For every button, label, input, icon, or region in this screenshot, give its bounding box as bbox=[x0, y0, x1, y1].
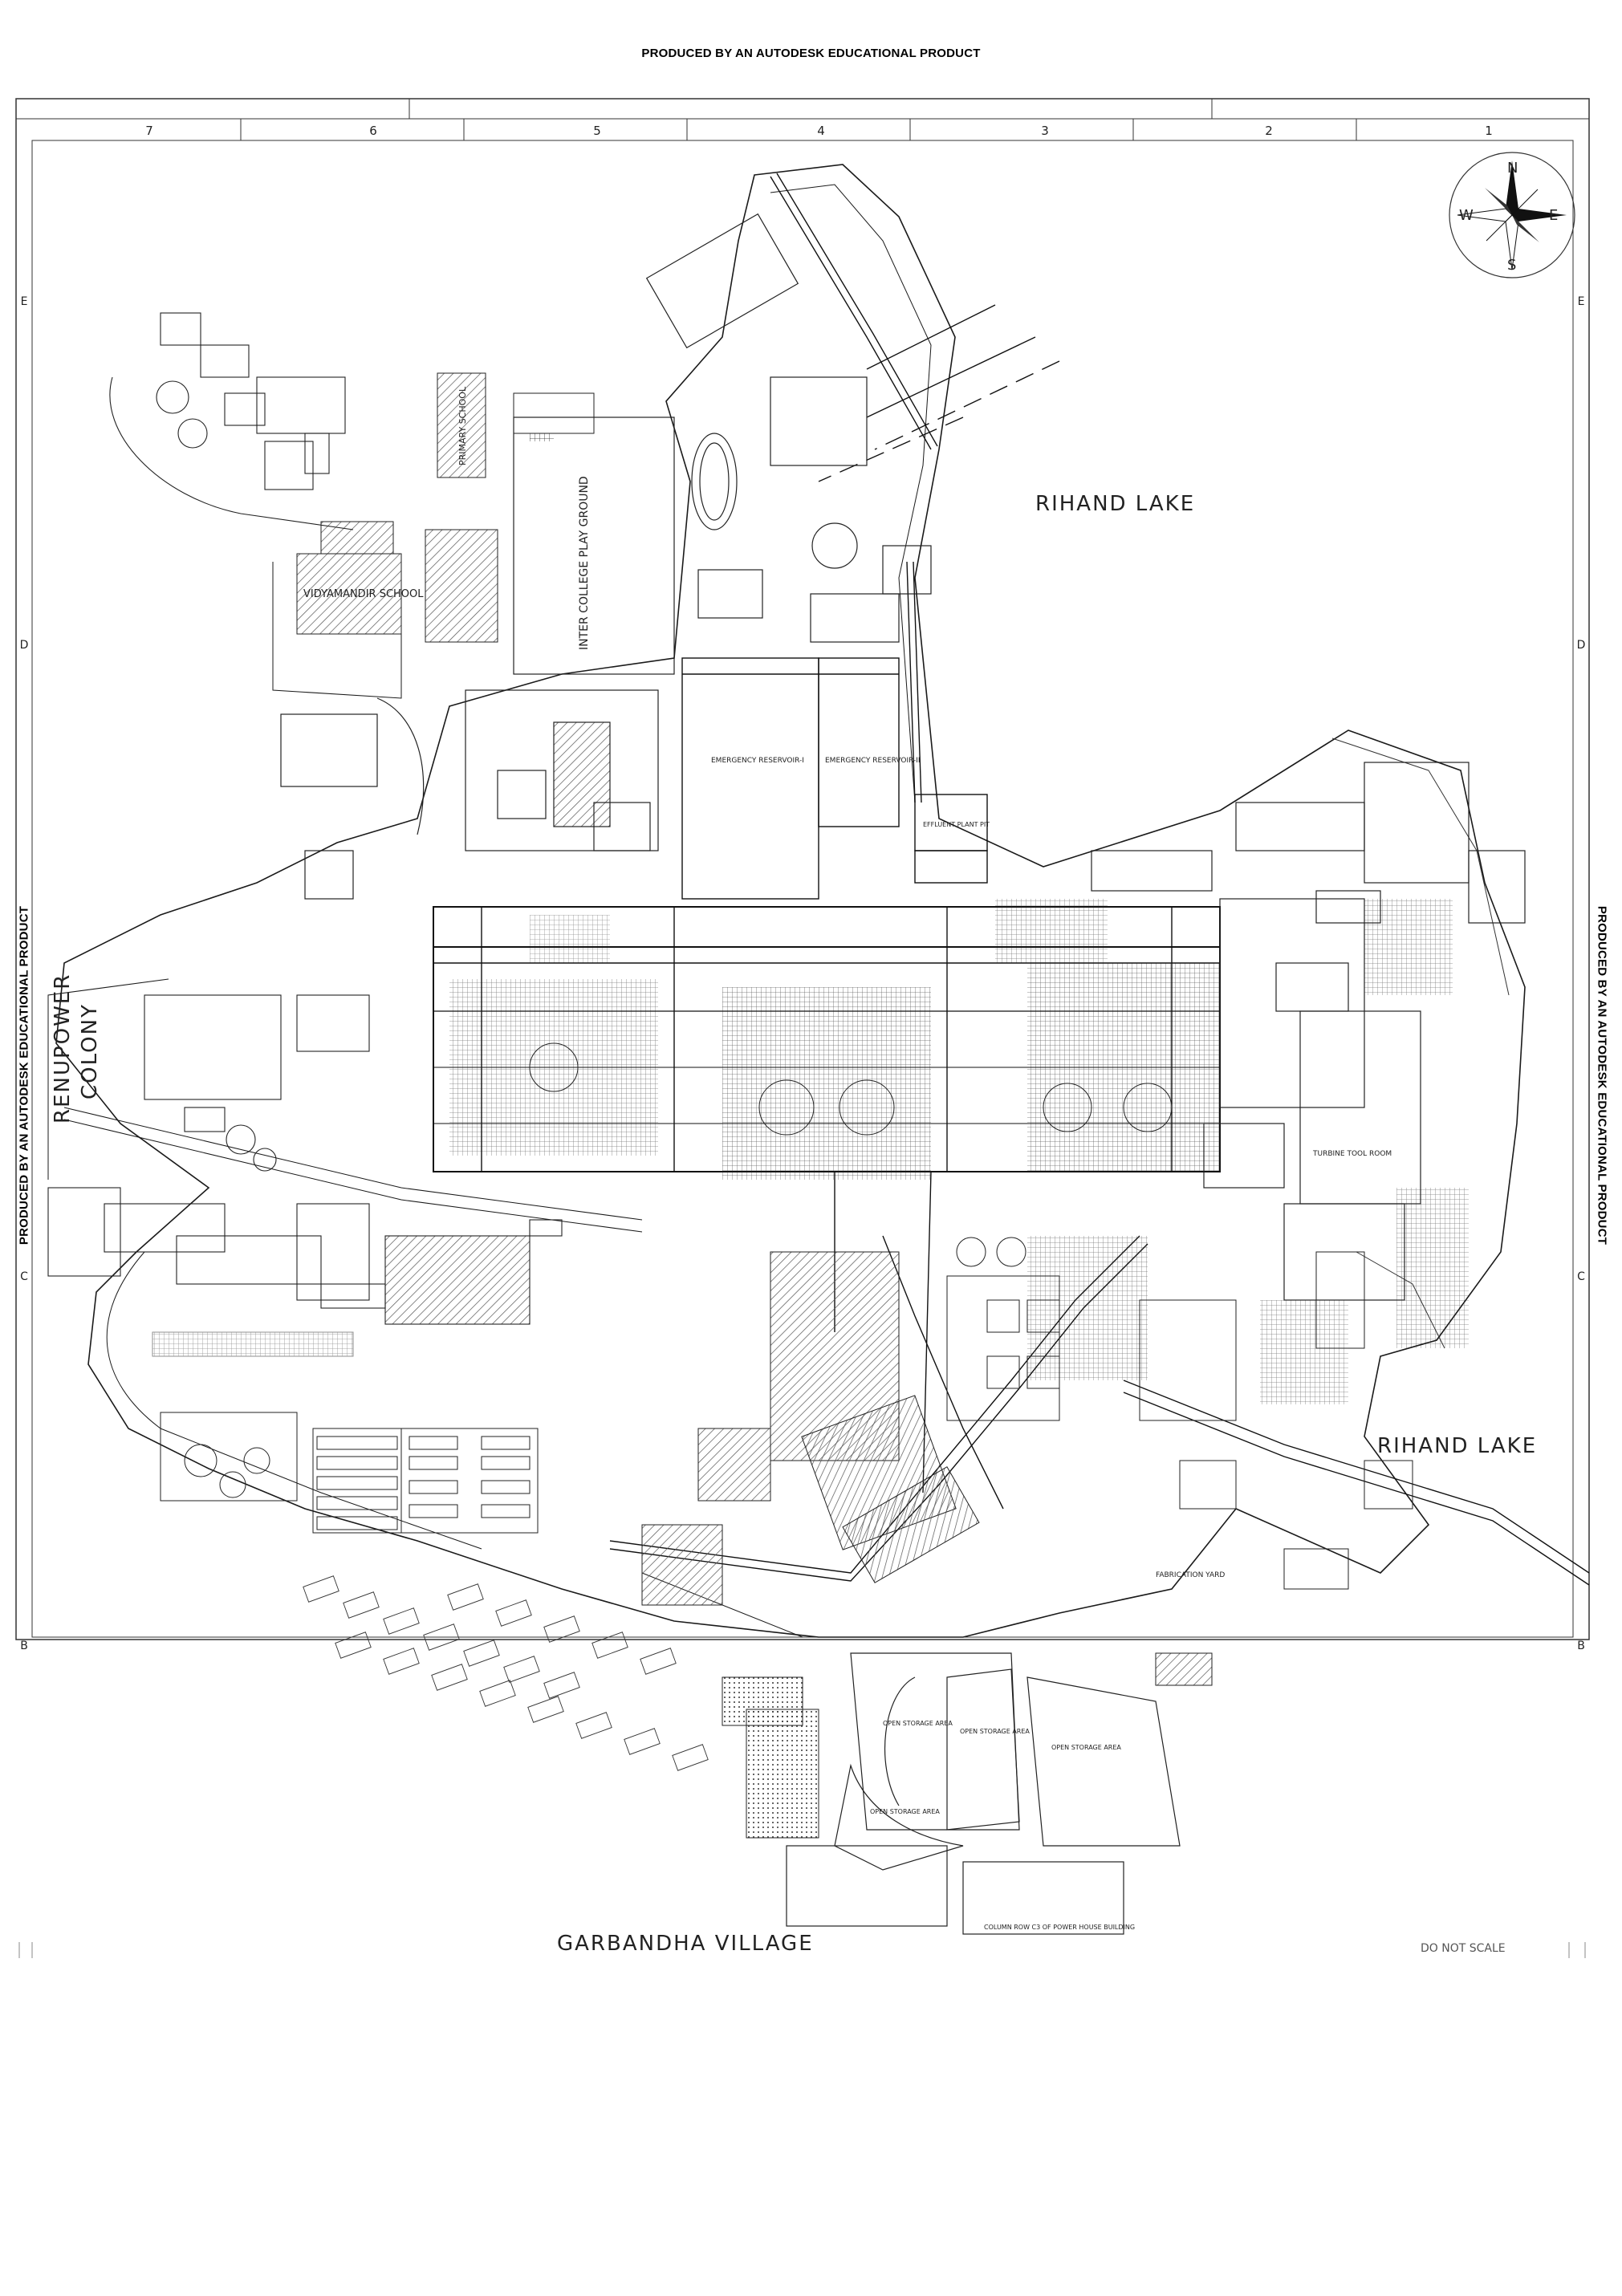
border-row-d-left: D bbox=[20, 639, 29, 652]
railway-and-conveyor-lines bbox=[609, 173, 1590, 1586]
power-house-complex bbox=[433, 899, 1469, 1493]
border-row-e-right: E bbox=[1578, 295, 1585, 308]
border-column-5: 5 bbox=[593, 124, 601, 138]
border-column-4: 4 bbox=[817, 124, 825, 138]
compass-east: E bbox=[1549, 207, 1558, 224]
emergency-reservoirs bbox=[681, 657, 988, 900]
border-column-1: 1 bbox=[1485, 124, 1493, 138]
compass-rose: N S E W bbox=[1449, 152, 1575, 278]
label-fabrication-yard: FABRICATION YARD bbox=[1156, 1571, 1225, 1579]
label-effluent-plant-pit: EFFLUENT PLANT PIT bbox=[923, 821, 990, 828]
border-column-3: 3 bbox=[1041, 124, 1049, 138]
border-row-b-right: B bbox=[1577, 1640, 1585, 1652]
open-storage-areas bbox=[786, 1652, 1181, 1935]
colony-blocks bbox=[152, 1331, 539, 1534]
label-turbine-tool-room: TURBINE TOOL ROOM bbox=[1312, 1150, 1392, 1158]
admin-block-area bbox=[280, 689, 659, 900]
upper-left-colony bbox=[109, 312, 354, 530]
label-open-storage-4: OPEN STORAGE AREA bbox=[870, 1808, 940, 1815]
border-row-c-left: C bbox=[20, 1270, 28, 1283]
label-vidyamandir-school: VIDYAMANDIR SCHOOL bbox=[303, 588, 424, 600]
label-inter-college-ground: INTER COLLEGE PLAY GROUND bbox=[578, 476, 591, 650]
compass-west: W bbox=[1459, 207, 1474, 224]
label-rihand-lake-north: RIHAND LAKE bbox=[1035, 492, 1195, 516]
compass-north: N bbox=[1507, 160, 1518, 177]
west-south-buildings bbox=[47, 994, 563, 1325]
southern-dwellings bbox=[303, 1575, 709, 1771]
hatched-yards bbox=[641, 1251, 1213, 1839]
label-open-storage-1: OPEN STORAGE AREA bbox=[883, 1720, 953, 1727]
border-row-c-right: C bbox=[1577, 1270, 1585, 1283]
border-row-d-right: D bbox=[1577, 639, 1586, 652]
label-emergency-reservoir-2: EMERGENCY RESERVOIR-II bbox=[825, 757, 921, 765]
south-central-details bbox=[946, 1251, 1413, 1590]
label-emergency-reservoir-1: EMERGENCY RESERVOIR-I bbox=[711, 757, 804, 765]
compass-south: S bbox=[1507, 257, 1516, 274]
label-open-storage-2: OPEN STORAGE AREA bbox=[960, 1728, 1030, 1735]
border-row-labels: E D C B E D C B bbox=[20, 295, 1586, 1652]
label-garbandha-village: GARBANDHA VILLAGE bbox=[557, 1932, 814, 1956]
watermark-top: PRODUCED BY AN AUTODESK EDUCATIONAL PROD… bbox=[641, 47, 981, 60]
north-structures bbox=[645, 213, 932, 643]
border-column-6: 6 bbox=[369, 124, 377, 138]
site-boundary bbox=[47, 164, 1526, 1638]
border-column-7: 7 bbox=[145, 124, 153, 138]
border-row-e-left: E bbox=[21, 295, 28, 308]
west-campus bbox=[296, 372, 675, 675]
label-renupower: RENUPOWER bbox=[51, 973, 75, 1124]
label-colony: COLONY bbox=[78, 1003, 102, 1099]
area-labels: RIHAND LAKE RIHAND LAKE RENUPOWER COLONY… bbox=[51, 386, 1537, 1956]
border-column-2: 2 bbox=[1265, 124, 1273, 138]
label-primary-school: PRIMARY SCHOOL bbox=[457, 386, 468, 465]
label-rihand-lake-east: RIHAND LAKE bbox=[1377, 1434, 1537, 1458]
label-open-storage-3: OPEN STORAGE AREA bbox=[1051, 1744, 1121, 1751]
border-column-labels: 7 6 5 4 3 2 1 bbox=[145, 124, 1493, 138]
border-row-b-left: B bbox=[20, 1640, 28, 1652]
bottom-edge-fragment bbox=[18, 1942, 1586, 1958]
label-column-row: COLUMN ROW C3 OF POWER HOUSE BUILDING bbox=[984, 1924, 1135, 1931]
east-annex bbox=[1091, 762, 1526, 1301]
label-do-not-scale: DO NOT SCALE bbox=[1421, 1942, 1506, 1955]
